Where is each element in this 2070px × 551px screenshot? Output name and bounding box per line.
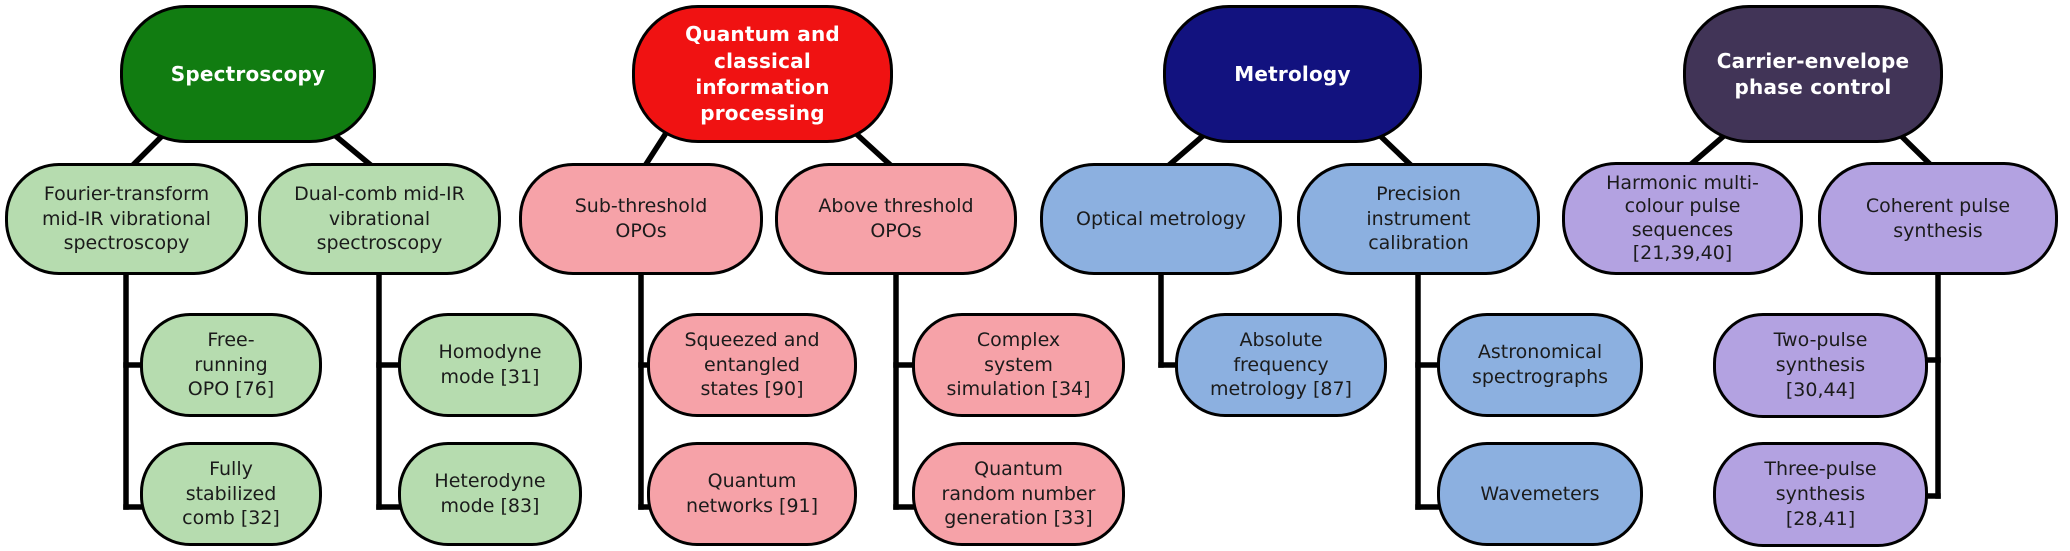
node-spectroscopy: Spectroscopy [120,5,376,143]
node-precision-instrument-calibration: Precision instrument calibration [1297,163,1540,275]
node-two-pulse-synthesis: Two-pulse synthesis [30,44] [1713,313,1928,418]
node-astronomical-spectrographs: Astronomical spectrographs [1437,313,1643,417]
node-harmonic-multicolour-pulse-sequences: Harmonic multi- colour pulse sequences [… [1562,162,1803,275]
node-dual-comb-spectroscopy: Dual-comb mid-IR vibrational spectroscop… [258,163,501,275]
node-complex-system-simulation: Complex system simulation [34] [912,313,1125,417]
node-free-running-opo: Free- running OPO [76] [140,313,322,417]
node-wavemeters: Wavemeters [1437,442,1643,546]
node-quantum-classical-processing: Quantum and classical information proces… [632,5,893,143]
node-quantum-networks: Quantum networks [91] [647,442,857,546]
node-fully-stabilized-comb: Fully stabilized comb [32] [140,442,322,546]
node-metrology: Metrology [1163,5,1422,143]
node-heterodyne-mode: Heterodyne mode [83] [398,442,582,546]
node-absolute-frequency-metrology: Absolute frequency metrology [87] [1175,313,1387,417]
node-optical-metrology: Optical metrology [1040,163,1282,275]
node-sub-threshold-opos: Sub-threshold OPOs [519,163,763,275]
node-carrier-envelope-phase-control: Carrier-envelope phase control [1683,5,1943,143]
node-coherent-pulse-synthesis: Coherent pulse synthesis [1818,162,2058,275]
node-squeezed-entangled-states: Squeezed and entangled states [90] [647,313,857,417]
node-three-pulse-synthesis: Three-pulse synthesis [28,41] [1713,442,1928,547]
node-above-threshold-opos: Above threshold OPOs [775,163,1017,275]
node-fourier-transform-spectroscopy: Fourier-transform mid-IR vibrational spe… [5,163,248,275]
node-homodyne-mode: Homodyne mode [31] [398,313,582,417]
node-quantum-random-number-generation: Quantum random number generation [33] [912,442,1125,546]
